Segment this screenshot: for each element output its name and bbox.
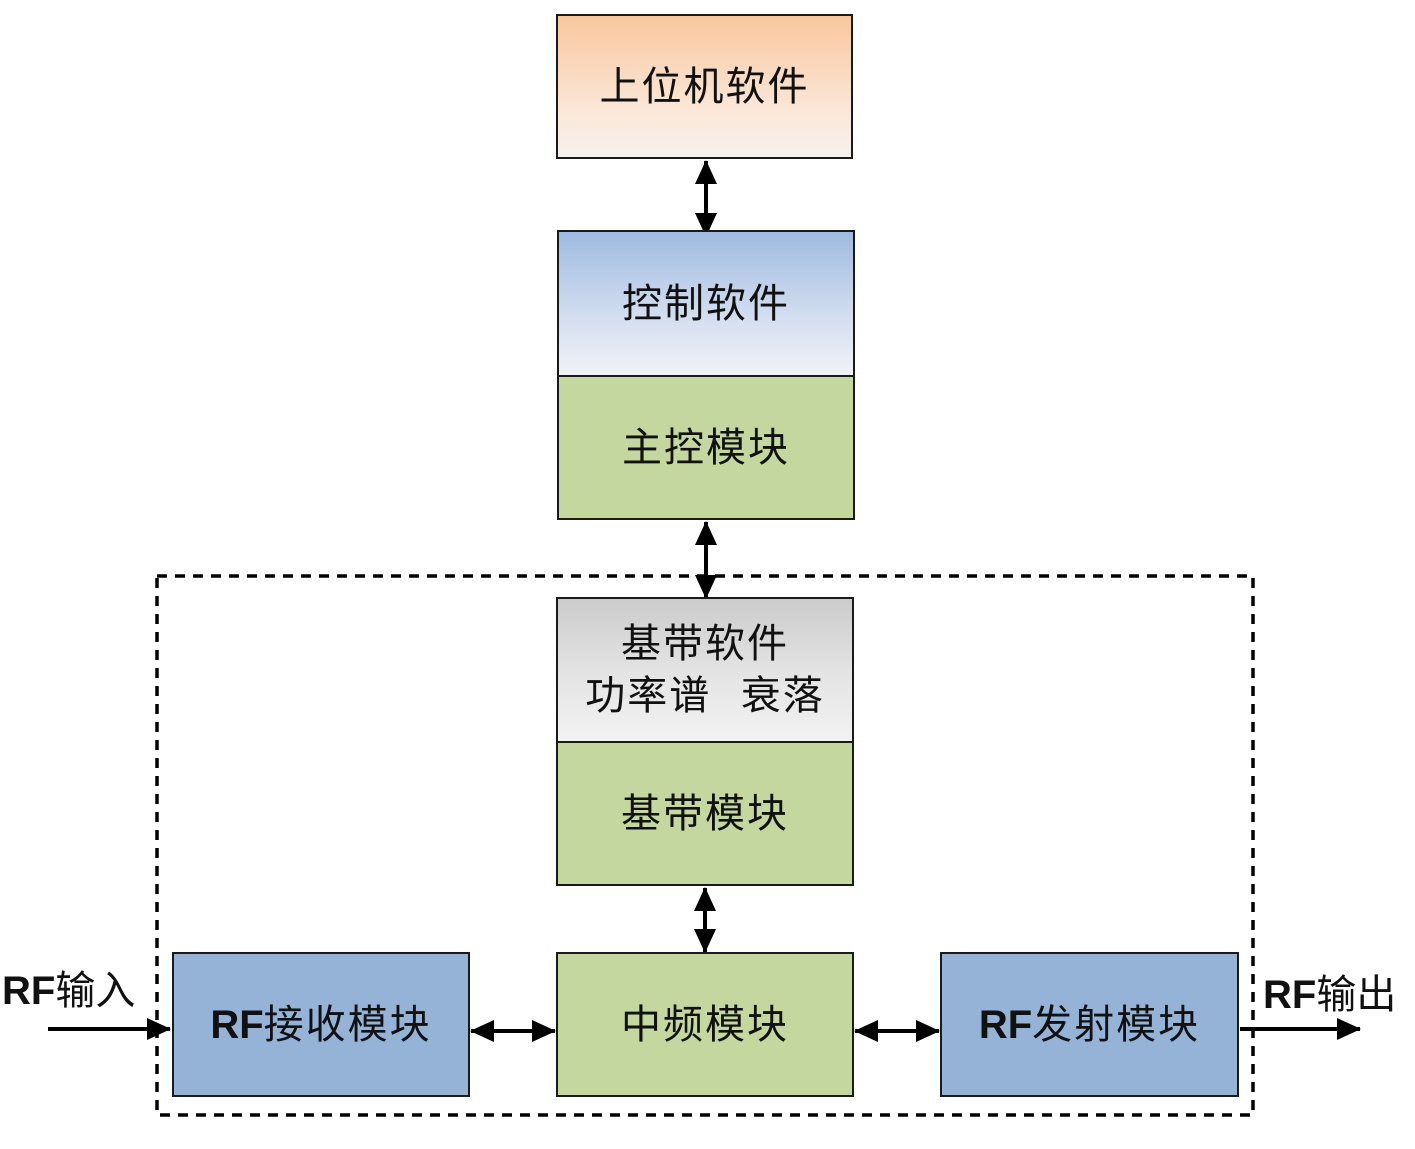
if-module-label: 中频模块: [621, 1001, 789, 1048]
rf-output-label: RF输出: [1263, 962, 1396, 1020]
control-software-block: 控制软件: [557, 230, 855, 377]
main-control-module-label: 主控模块: [622, 424, 790, 471]
host-software-label: 上位机软件: [599, 63, 810, 110]
baseband-software-block: 基带软件 功率谱 衰落: [556, 597, 854, 743]
control-software-label: 控制软件: [622, 280, 790, 327]
host-software-block: 上位机软件: [556, 14, 853, 159]
rf-input-text: 输入: [55, 968, 136, 1014]
baseband-module-block: 基带模块: [556, 741, 854, 886]
if-module-block: 中频模块: [556, 952, 854, 1097]
rf-output-prefix: RF: [1263, 973, 1317, 1017]
baseband-software-label: 基带软件: [621, 621, 789, 667]
rf-receive-prefix: RF: [210, 1002, 264, 1047]
rf-receive-label: 接收模块: [263, 1001, 432, 1048]
rf-input-label: RF输入: [2, 958, 135, 1016]
main-control-module-block: 主控模块: [557, 375, 855, 520]
rf-transmit-prefix: RF: [978, 1002, 1033, 1047]
rf-output-text: 输出: [1316, 972, 1397, 1018]
rf-transmit-label: 发射模块: [1032, 1001, 1201, 1048]
baseband-software-sublabel: 功率谱 衰落: [585, 673, 825, 719]
baseband-module-label: 基带模块: [621, 790, 789, 837]
rf-transmit-module-block: RF 发射模块: [940, 952, 1239, 1097]
rf-input-prefix: RF: [2, 969, 56, 1013]
rf-receive-module-block: RF 接收模块: [172, 952, 470, 1097]
